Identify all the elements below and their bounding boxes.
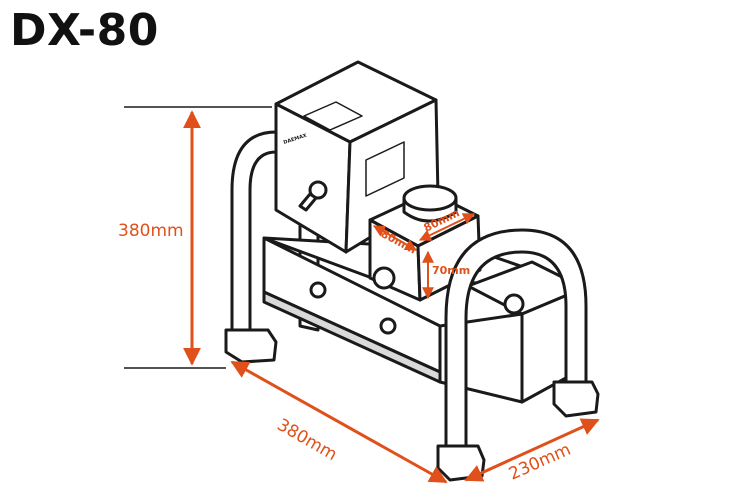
- rear-left-foot: [224, 328, 278, 364]
- front-right-foot: [552, 380, 600, 418]
- punch-cylinder-top: [402, 184, 458, 212]
- front-handle: [444, 228, 588, 460]
- length-arrow: [230, 360, 448, 484]
- length-label: 380mm: [274, 415, 341, 465]
- dimension-arrows: [183, 110, 600, 484]
- base-cap-left: [309, 281, 327, 299]
- motor-warning-label: [365, 141, 405, 197]
- motor-switch-lever: [298, 192, 318, 212]
- punch-width-arrow: [418, 213, 476, 241]
- motor-switch: [308, 180, 328, 200]
- punch-height-label: 70mm: [432, 264, 470, 277]
- motor-top-label: [303, 101, 363, 131]
- punch-dimension-arrows: [372, 213, 476, 300]
- height-label: 380mm: [118, 221, 184, 241]
- model-title: DX-80: [10, 5, 159, 56]
- front-knob: [503, 293, 525, 315]
- punch-knob: [372, 266, 396, 290]
- base-cap-mid: [379, 317, 397, 335]
- extension-lines: [124, 106, 272, 369]
- machine-illustration: [224, 60, 600, 482]
- depth-arrow: [464, 418, 600, 482]
- punch-depth-arrow: [372, 225, 418, 251]
